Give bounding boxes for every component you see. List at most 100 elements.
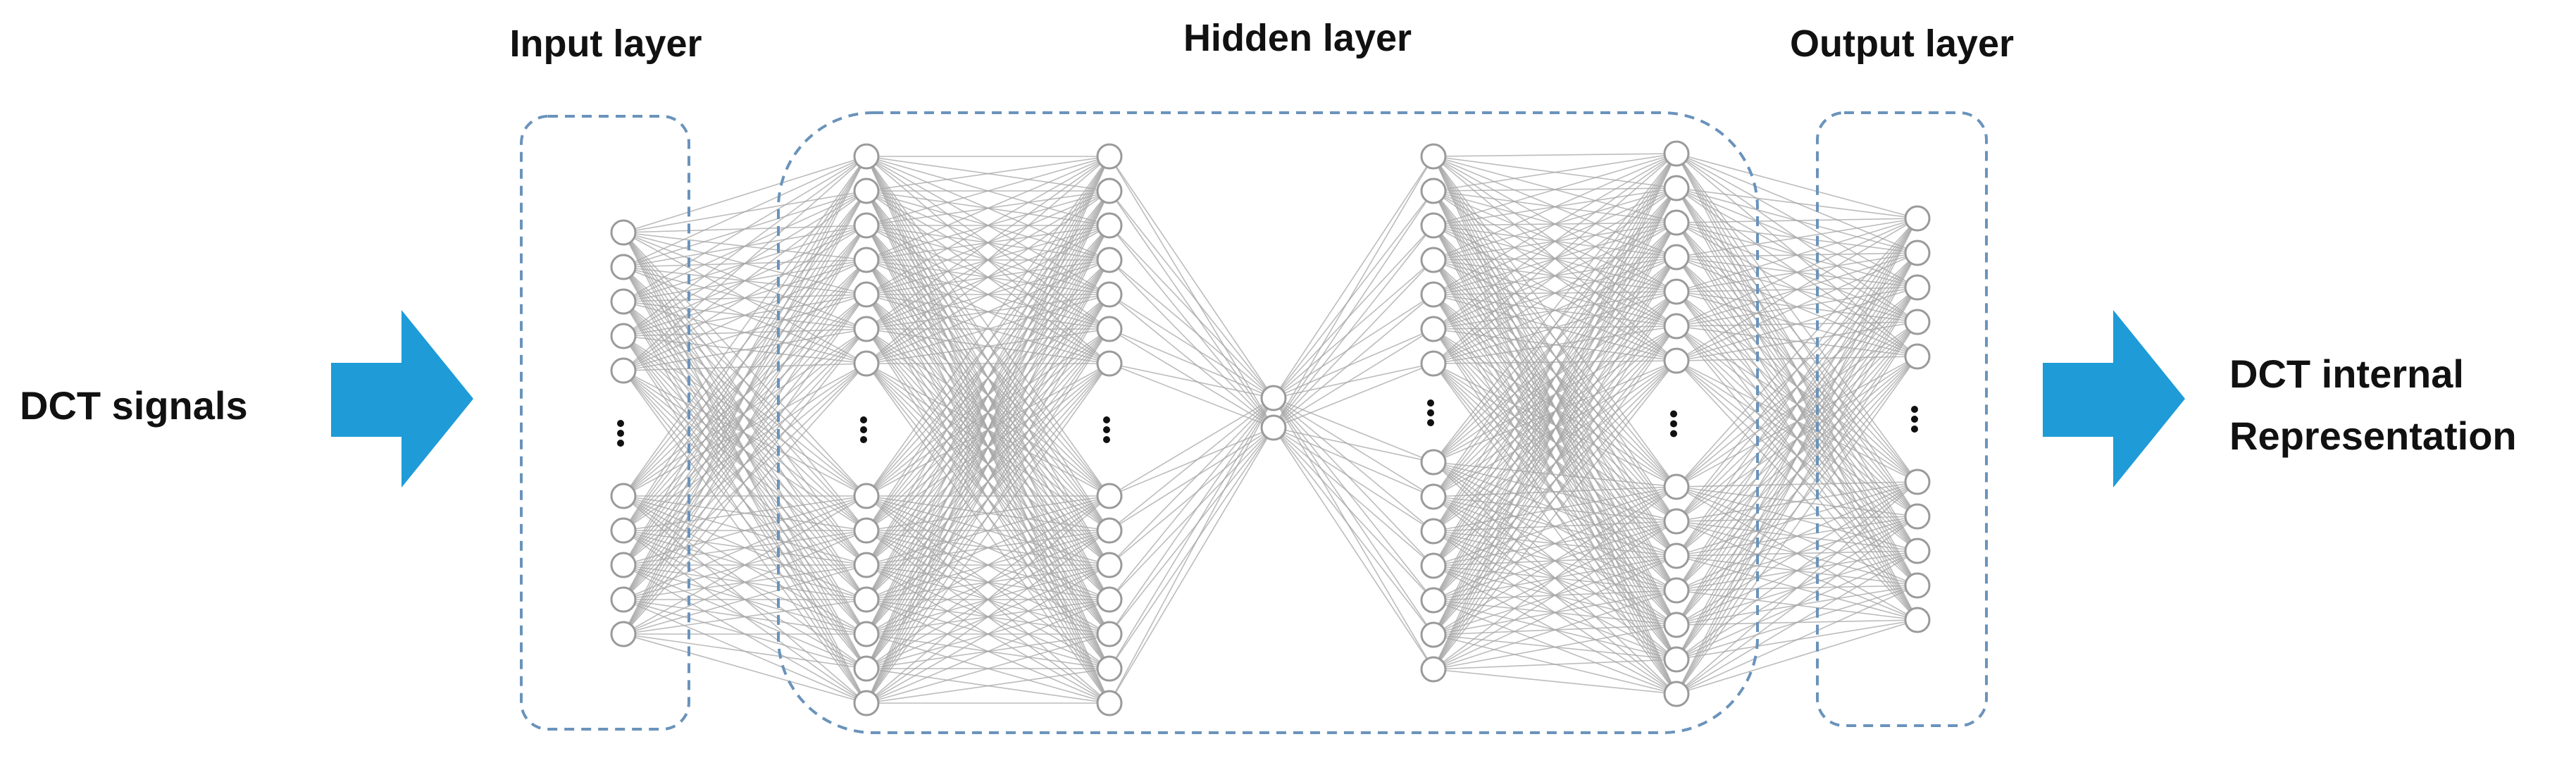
neuron-node [1663,278,1690,305]
connection-line [1433,486,1677,532]
connection-line [1433,291,1677,670]
connection-line [866,156,1110,364]
neuron-node [1096,483,1123,509]
connection-line [1109,363,1274,428]
neuron-node [1420,552,1447,579]
connection-line [623,633,867,704]
connection-line [1433,153,1677,670]
connection-line [1273,294,1434,399]
ellipsis-dot [860,416,867,423]
connection-line [1433,659,1677,670]
neuron-node [1096,247,1123,273]
connection-line [623,190,867,635]
neuron-node [1420,518,1447,545]
ellipsis-dot [617,430,624,437]
neuron-node [1663,646,1690,673]
connection-line [1109,397,1274,600]
connection-line [1109,259,1274,399]
connection-line [1109,397,1274,635]
ellipsis-dot [1670,430,1677,438]
connection-line [1433,225,1677,488]
neuron-node [610,323,637,349]
connection-line [866,156,1110,635]
ellipsis-dot [1103,436,1110,443]
connection-line [1433,153,1677,330]
connection-line [623,294,867,371]
neuron-node [610,357,637,384]
connection-line [1676,153,1918,483]
connection-line [623,232,867,497]
connection-line [1433,360,1677,670]
connection-line [1433,363,1677,695]
connection-line [1109,397,1274,704]
connection-line [1109,190,1274,399]
ellipsis-dot [1670,410,1677,418]
input-layer-title: Input layer [509,23,702,65]
connection-line [1109,397,1274,669]
neuron-node [853,178,880,204]
connection-line [623,259,867,635]
neuron-node [610,219,637,246]
neuron-node [1420,212,1447,239]
connection-line [1433,190,1677,488]
connection-line [1433,153,1677,635]
ellipsis-dot [860,436,867,443]
hidden-layer-title: Hidden layer [1183,17,1412,59]
neuron-node [1420,483,1447,510]
connection-line [1676,218,1918,327]
connection-line [623,156,867,337]
neuron-node [1663,244,1690,271]
connection-line [1676,321,1918,361]
connection-line [1676,252,1918,695]
connection-line [1273,225,1434,428]
connection-line [1676,481,1918,660]
neuron-node [1904,607,1931,633]
connection-line [866,564,1110,704]
neuron-node [1663,140,1690,167]
connection-line [1433,153,1677,463]
connection-line [1433,259,1677,488]
neuron-node [1096,586,1123,613]
connection-line [1676,585,1918,695]
connection-line [1676,218,1918,522]
connection-line [866,190,1110,704]
ellipsis-dot [1911,416,1918,423]
connection-line [623,370,867,704]
connection-line [1109,397,1274,566]
connection-line [623,370,867,497]
neuron-node [1096,552,1123,578]
connection-line [866,495,1110,704]
connection-line [623,156,867,635]
input-caption: DCT signals [20,383,248,428]
neuron-node [853,690,880,717]
neuron-node [1420,316,1447,342]
connection-line [1433,153,1677,157]
neuron-node [853,655,880,682]
connection-line [1433,363,1677,660]
connection-line [623,156,867,302]
connection-line [866,156,1110,330]
connection-line [623,370,867,531]
connection-line [1676,218,1918,292]
connection-line [623,294,867,635]
connection-line [623,328,867,635]
connection-line [1109,328,1274,399]
connection-line [866,599,1110,704]
neuron-node [1904,572,1931,599]
neuron-node [1420,656,1447,683]
connection-line [623,599,867,635]
connection-line [1273,259,1434,428]
connection-line [1433,486,1677,601]
connection-lines [623,153,1918,704]
connection-line [1273,190,1434,428]
neuron-node [853,247,880,273]
connection-line [1676,187,1918,219]
connection-line [1433,363,1677,591]
connection-line [623,156,867,268]
neuron-node [853,316,880,342]
connection-line [866,156,1110,497]
connection-line [1676,218,1918,557]
neuron-node [1904,205,1931,232]
right-arrow-icon [2043,310,2185,488]
ellipsis-dot [1670,420,1677,428]
